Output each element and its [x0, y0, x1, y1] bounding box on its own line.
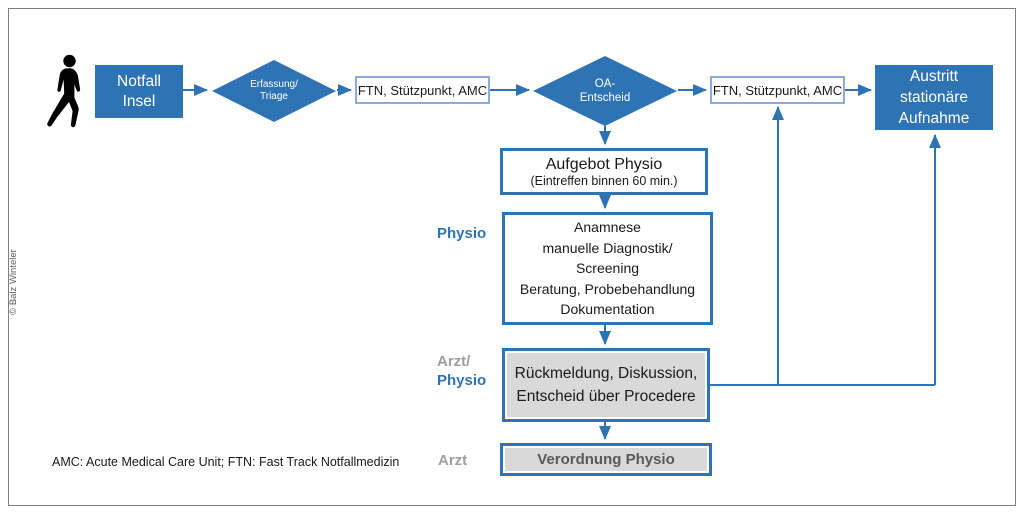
- node-verordnung-physio: Verordnung Physio: [500, 443, 712, 476]
- node-label-line: OA-: [594, 78, 616, 90]
- node-label-line: Beratung, Probebehandlung: [519, 280, 696, 297]
- node-label-line: Austritt: [909, 68, 959, 85]
- node-label-line: Entscheid: [579, 92, 631, 104]
- node-label-line: Rückmeldung, Diskussion,: [514, 365, 698, 382]
- node-anamnese-diagnostik: Anamnese manuelle Diagnostik/ Screening …: [502, 212, 713, 325]
- node-notfall-insel: Notfall Insel: [95, 65, 183, 118]
- node-label-line: Anamnese: [574, 219, 641, 236]
- node-label-line: manuelle Diagnostik/: [542, 239, 673, 256]
- node-label-line: Aufnahme: [898, 110, 970, 127]
- role-label-text: Physio: [437, 372, 487, 389]
- node-title: Aufgebot Physio: [545, 156, 663, 173]
- role-label-text: Physio: [437, 225, 487, 242]
- role-label-physio: Physio: [437, 224, 486, 243]
- node-austritt-stationaere-aufnahme: Austritt stationäre Aufnahme: [875, 65, 993, 130]
- abbreviation-footnote: AMC: Acute Medical Care Unit; FTN: Fast …: [52, 455, 400, 469]
- node-ftn-stuetzpunkt-amc-1: FTN, Stützpunkt, AMC: [355, 76, 490, 104]
- walking-person-icon: [47, 54, 81, 128]
- node-label-line: Triage: [260, 91, 288, 102]
- node-subtitle: (Eintreffen binnen 60 min.): [530, 174, 678, 188]
- copyright-credit: © Balz Winteler: [8, 249, 19, 315]
- role-label-arzt-physio: Arzt/ Physio: [437, 352, 486, 390]
- node-label-line: Insel: [122, 92, 156, 110]
- node-label: FTN, Stützpunkt, AMC: [712, 82, 843, 98]
- node-label-line: stationäre: [899, 89, 969, 106]
- node-label-line: Erfassung/: [250, 79, 298, 90]
- role-label-text: Arzt: [438, 452, 468, 469]
- role-label-arzt: Arzt: [438, 451, 467, 470]
- node-rueckmeldung-entscheid: Rückmeldung, Diskussion, Entscheid über …: [502, 348, 710, 422]
- node-label-line: Dokumentation: [560, 301, 655, 318]
- node-label-line: Screening: [575, 260, 640, 277]
- node-label-line: Entscheid über Procedere: [516, 388, 696, 405]
- role-label-text: Arzt/: [437, 353, 471, 370]
- node-label: Verordnung Physio: [537, 451, 675, 468]
- node-label-line: Notfall: [117, 72, 161, 90]
- node-label: FTN, Stützpunkt, AMC: [357, 82, 488, 98]
- node-aufgebot-physio: Aufgebot Physio (Eintreffen binnen 60 mi…: [500, 148, 708, 195]
- node-ftn-stuetzpunkt-amc-2: FTN, Stützpunkt, AMC: [710, 76, 845, 104]
